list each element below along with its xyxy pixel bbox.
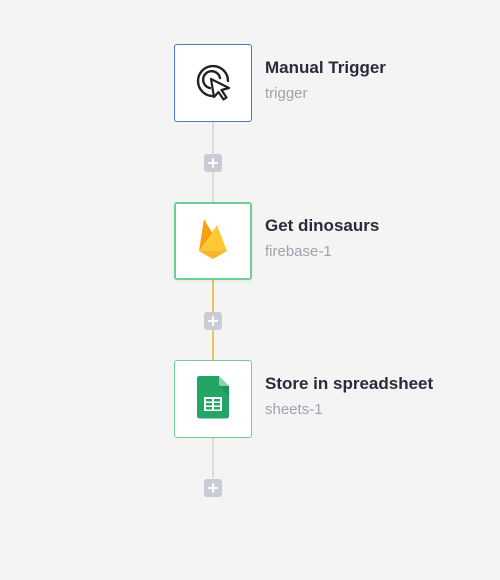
node-subtitle: sheets-1 [265, 401, 323, 418]
node-subtitle: firebase-1 [265, 243, 332, 260]
cursor-click-icon [193, 61, 233, 106]
add-step-button[interactable] [204, 479, 222, 497]
connector-line [212, 438, 214, 478]
node-title: Store in spreadsheet [265, 374, 434, 393]
add-step-button[interactable] [204, 312, 222, 330]
node-get-dinosaurs[interactable] [174, 202, 252, 280]
node-title: Manual Trigger [265, 58, 386, 77]
node-subtitle: trigger [265, 85, 308, 102]
node-title: Get dinosaurs [265, 216, 380, 235]
node-store-in-spreadsheet[interactable] [174, 360, 252, 438]
add-step-button[interactable] [204, 154, 222, 172]
firebase-icon [193, 216, 233, 267]
node-manual-trigger[interactable] [174, 44, 252, 122]
google-sheets-icon [196, 375, 230, 424]
